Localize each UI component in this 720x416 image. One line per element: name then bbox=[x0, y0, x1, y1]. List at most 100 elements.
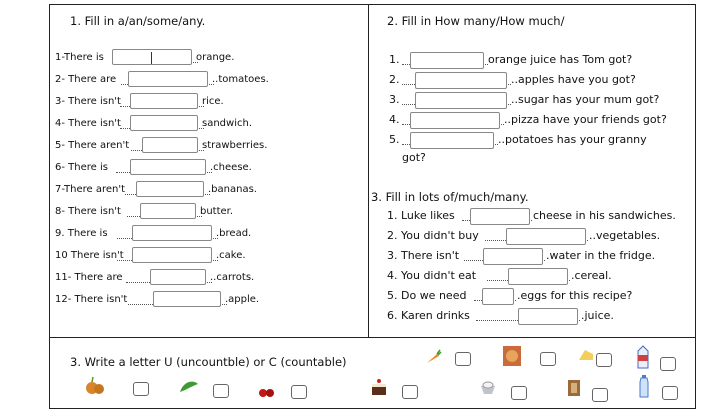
section2-item-number: 3. bbox=[389, 93, 400, 106]
section1-item-suffix: .apple. bbox=[225, 294, 260, 305]
section3-item-suffix: .juice. bbox=[581, 309, 614, 322]
section3-item-prefix: 1. Luke likes bbox=[387, 209, 455, 222]
answer-box[interactable] bbox=[130, 115, 198, 131]
answer-checkbox-milk[interactable] bbox=[660, 357, 676, 371]
section2-item-text: ..potatoes has your granny bbox=[498, 133, 647, 146]
sugar-bowl-icon bbox=[481, 381, 495, 394]
bread-icon bbox=[568, 380, 580, 396]
answer-checkbox-vegetable[interactable] bbox=[213, 384, 229, 398]
section3-item-prefix: 5. Do we need bbox=[387, 289, 467, 302]
answer-box[interactable] bbox=[415, 72, 507, 89]
answer-box[interactable] bbox=[410, 132, 494, 149]
section1-item-suffix: orange. bbox=[196, 52, 235, 63]
column-divider bbox=[368, 4, 369, 337]
section1-item-prefix: 2- There are bbox=[55, 74, 117, 85]
section2-item-number: 1. bbox=[389, 53, 400, 66]
section1-item-prefix: 1-There is bbox=[55, 52, 104, 63]
section1-title: 1. Fill in a/an/some/any. bbox=[70, 14, 206, 28]
section-divider bbox=[49, 337, 696, 338]
section4-title: 3. Write a letter U (uncountble) or C (c… bbox=[70, 355, 347, 369]
section1-item-suffix: butter. bbox=[200, 206, 234, 217]
section3-title: 3. Fill in lots of/much/many. bbox=[371, 190, 529, 204]
answer-box[interactable] bbox=[132, 247, 212, 263]
answer-checkbox-cheese[interactable] bbox=[596, 353, 612, 367]
text-cursor bbox=[151, 52, 152, 64]
onion-icon bbox=[86, 376, 104, 394]
section1-item-suffix: sandwich. bbox=[202, 118, 252, 129]
section2-item-text: ..pizza have your friends got? bbox=[504, 113, 667, 126]
answer-box[interactable] bbox=[410, 112, 500, 129]
section1-item-prefix: 10 There isn't bbox=[55, 250, 124, 261]
section1-item-suffix: strawberries. bbox=[202, 140, 268, 151]
section1-item-prefix: 6- There is bbox=[55, 162, 108, 173]
answer-box[interactable] bbox=[130, 159, 206, 175]
answer-box[interactable] bbox=[518, 308, 578, 325]
section1-item-prefix: 12- There isn't bbox=[55, 294, 128, 305]
cake-icon bbox=[372, 379, 386, 395]
section1-item-suffix: rice. bbox=[202, 96, 224, 107]
cheese-icon bbox=[579, 350, 593, 360]
answer-box[interactable] bbox=[483, 248, 543, 265]
section1-item-suffix: .bread. bbox=[216, 228, 252, 239]
answer-box[interactable] bbox=[150, 269, 206, 285]
section1-item-prefix: 11- There are bbox=[55, 272, 123, 283]
pizza-icon bbox=[503, 346, 521, 366]
section2-item-text: orange juice has Tom got? bbox=[488, 53, 633, 66]
section1-item-prefix: 5- There aren't bbox=[55, 140, 130, 151]
section3-item-suffix: ..vegetables. bbox=[589, 229, 661, 242]
water-bottle-icon bbox=[639, 375, 649, 398]
section3-item-suffix: .cereal. bbox=[571, 269, 612, 282]
cherry-icon bbox=[259, 389, 274, 397]
section1-item-suffix: .cake. bbox=[216, 250, 246, 261]
section2-item-number: 2. bbox=[389, 73, 400, 86]
section1-item-prefix: 8- There isn't bbox=[55, 206, 121, 217]
section3-item-prefix: 2. You didn't buy bbox=[387, 229, 479, 242]
answer-box[interactable] bbox=[410, 52, 484, 69]
worksheet-frame bbox=[49, 4, 696, 409]
section2-title: 2. Fill in How many/How much/ bbox=[387, 14, 565, 28]
section1-item-prefix: 3- There isn't bbox=[55, 96, 121, 107]
answer-checkbox-carrot[interactable] bbox=[455, 352, 471, 366]
section1-item-suffix: .bananas. bbox=[208, 184, 257, 195]
section1-item-prefix: 7-There aren't bbox=[55, 184, 126, 195]
section3-item-suffix: cheese in his sandwiches. bbox=[533, 209, 676, 222]
section2-item-text: ..apples have you got? bbox=[511, 73, 636, 86]
section1-item-prefix: 9. There is bbox=[55, 228, 108, 239]
answer-box[interactable] bbox=[482, 288, 514, 305]
answer-checkbox-bread[interactable] bbox=[592, 388, 608, 402]
section2-continuation: got? bbox=[402, 151, 426, 164]
milk-carton-icon bbox=[637, 345, 649, 369]
answer-checkbox-water[interactable] bbox=[662, 386, 678, 400]
answer-checkbox-pizza[interactable] bbox=[540, 352, 556, 366]
answer-box[interactable] bbox=[128, 71, 208, 87]
section2-item-number: 4. bbox=[389, 113, 400, 126]
answer-box[interactable] bbox=[470, 208, 530, 225]
leaf-vegetable-icon bbox=[180, 381, 198, 392]
answer-box[interactable] bbox=[132, 225, 212, 241]
answer-checkbox-sugar[interactable] bbox=[511, 386, 527, 400]
answer-box[interactable] bbox=[140, 203, 196, 219]
answer-box[interactable] bbox=[112, 49, 192, 65]
answer-box[interactable] bbox=[506, 228, 586, 245]
section3-item-prefix: 4. You didn't eat bbox=[387, 269, 477, 282]
section3-item-prefix: 3. There isn't bbox=[387, 249, 460, 262]
section1-item-suffix: .cheese. bbox=[210, 162, 252, 173]
section1-item-suffix: ..tomatoes. bbox=[212, 74, 269, 85]
answer-checkbox-onion[interactable] bbox=[133, 382, 149, 396]
section2-item-text: ..sugar has your mum got? bbox=[511, 93, 660, 106]
answer-checkbox-cake[interactable] bbox=[402, 385, 418, 399]
answer-box[interactable] bbox=[153, 291, 221, 307]
section1-item-prefix: 4- There isn't bbox=[55, 118, 121, 129]
section3-item-suffix: .water in the fridge. bbox=[546, 249, 656, 262]
section3-item-suffix: .eggs for this recipe? bbox=[517, 289, 633, 302]
section2-item-number: 5. bbox=[389, 133, 400, 146]
carrot-icon bbox=[427, 349, 442, 363]
answer-box[interactable] bbox=[130, 93, 198, 109]
answer-box[interactable] bbox=[415, 92, 507, 109]
answer-box[interactable] bbox=[136, 181, 204, 197]
section3-item-prefix: 6. Karen drinks bbox=[387, 309, 470, 322]
answer-checkbox-cherry[interactable] bbox=[291, 385, 307, 399]
answer-box[interactable] bbox=[142, 137, 198, 153]
answer-box[interactable] bbox=[508, 268, 568, 285]
section1-item-suffix: ..carrots. bbox=[210, 272, 255, 283]
